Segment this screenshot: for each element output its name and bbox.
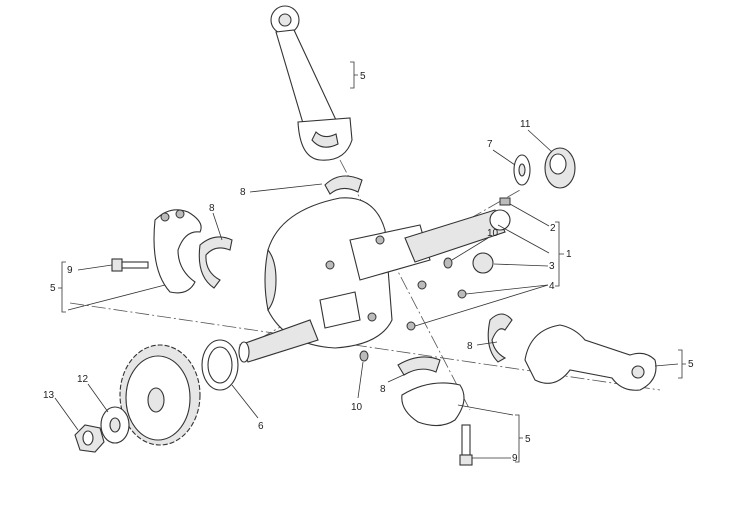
callout-rod-right: 5 (688, 359, 694, 370)
callout-nut-11: 11 (520, 119, 531, 130)
callout-bearing-top: 8 (240, 187, 246, 198)
callout-bolt-bottom: 9 (512, 453, 518, 464)
callout-rod-top: 5 (360, 71, 366, 82)
callout-bearing-right: 8 (467, 341, 473, 352)
washer-6 (201, 339, 239, 391)
callout-washer-6: 6 (258, 421, 264, 432)
callout-bearing-left: 8 (209, 203, 215, 214)
roller-3 (472, 252, 494, 274)
callout-washer-7: 7 (487, 139, 493, 150)
bearing-shell-left (198, 236, 233, 289)
leader-lines (54, 61, 686, 463)
bearing-shell-right (487, 313, 513, 363)
callout-bolt-left: 9 (67, 265, 73, 276)
nut-11 (544, 147, 576, 189)
callout-rod-left: 5 (50, 283, 56, 294)
plug-2 (499, 197, 511, 206)
dowel-10-top (443, 257, 453, 269)
rod-cap-bottom (401, 382, 465, 427)
gear (119, 344, 201, 446)
callout-bearing-bottom: 8 (380, 384, 386, 395)
washer-12 (100, 406, 130, 444)
callout-dowel-10-bottom: 10 (351, 402, 363, 413)
callout-part-3: 3 (549, 261, 555, 272)
bearing-shell-bottom (397, 356, 441, 376)
plug-4b (406, 321, 416, 331)
callout-nut-13: 13 (43, 390, 55, 401)
rod-cap-left (153, 209, 202, 294)
callout-part-4: 4 (549, 281, 555, 292)
nut-13 (74, 424, 105, 453)
plug-4a (457, 289, 467, 299)
dowel-10-bottom (359, 350, 369, 362)
connecting-rod-top (270, 5, 353, 161)
connecting-rod-right (524, 324, 657, 391)
callout-rod-bottom: 5 (525, 434, 531, 445)
callout-part-2: 2 (550, 223, 556, 234)
washer-7 (513, 154, 531, 186)
bearing-shell-top (324, 175, 363, 195)
callout-washer-12: 12 (77, 374, 89, 385)
callout-dowel-10-top: 10 (487, 228, 499, 239)
bolt-bottom (459, 424, 473, 466)
callout-labels: 5 8 11 7 2 1 10 3 4 8 9 5 8 5 8 10 6 12 … (43, 71, 694, 464)
crankshaft (238, 197, 511, 363)
bolt-left (111, 258, 149, 272)
callout-part-1: 1 (566, 249, 572, 260)
